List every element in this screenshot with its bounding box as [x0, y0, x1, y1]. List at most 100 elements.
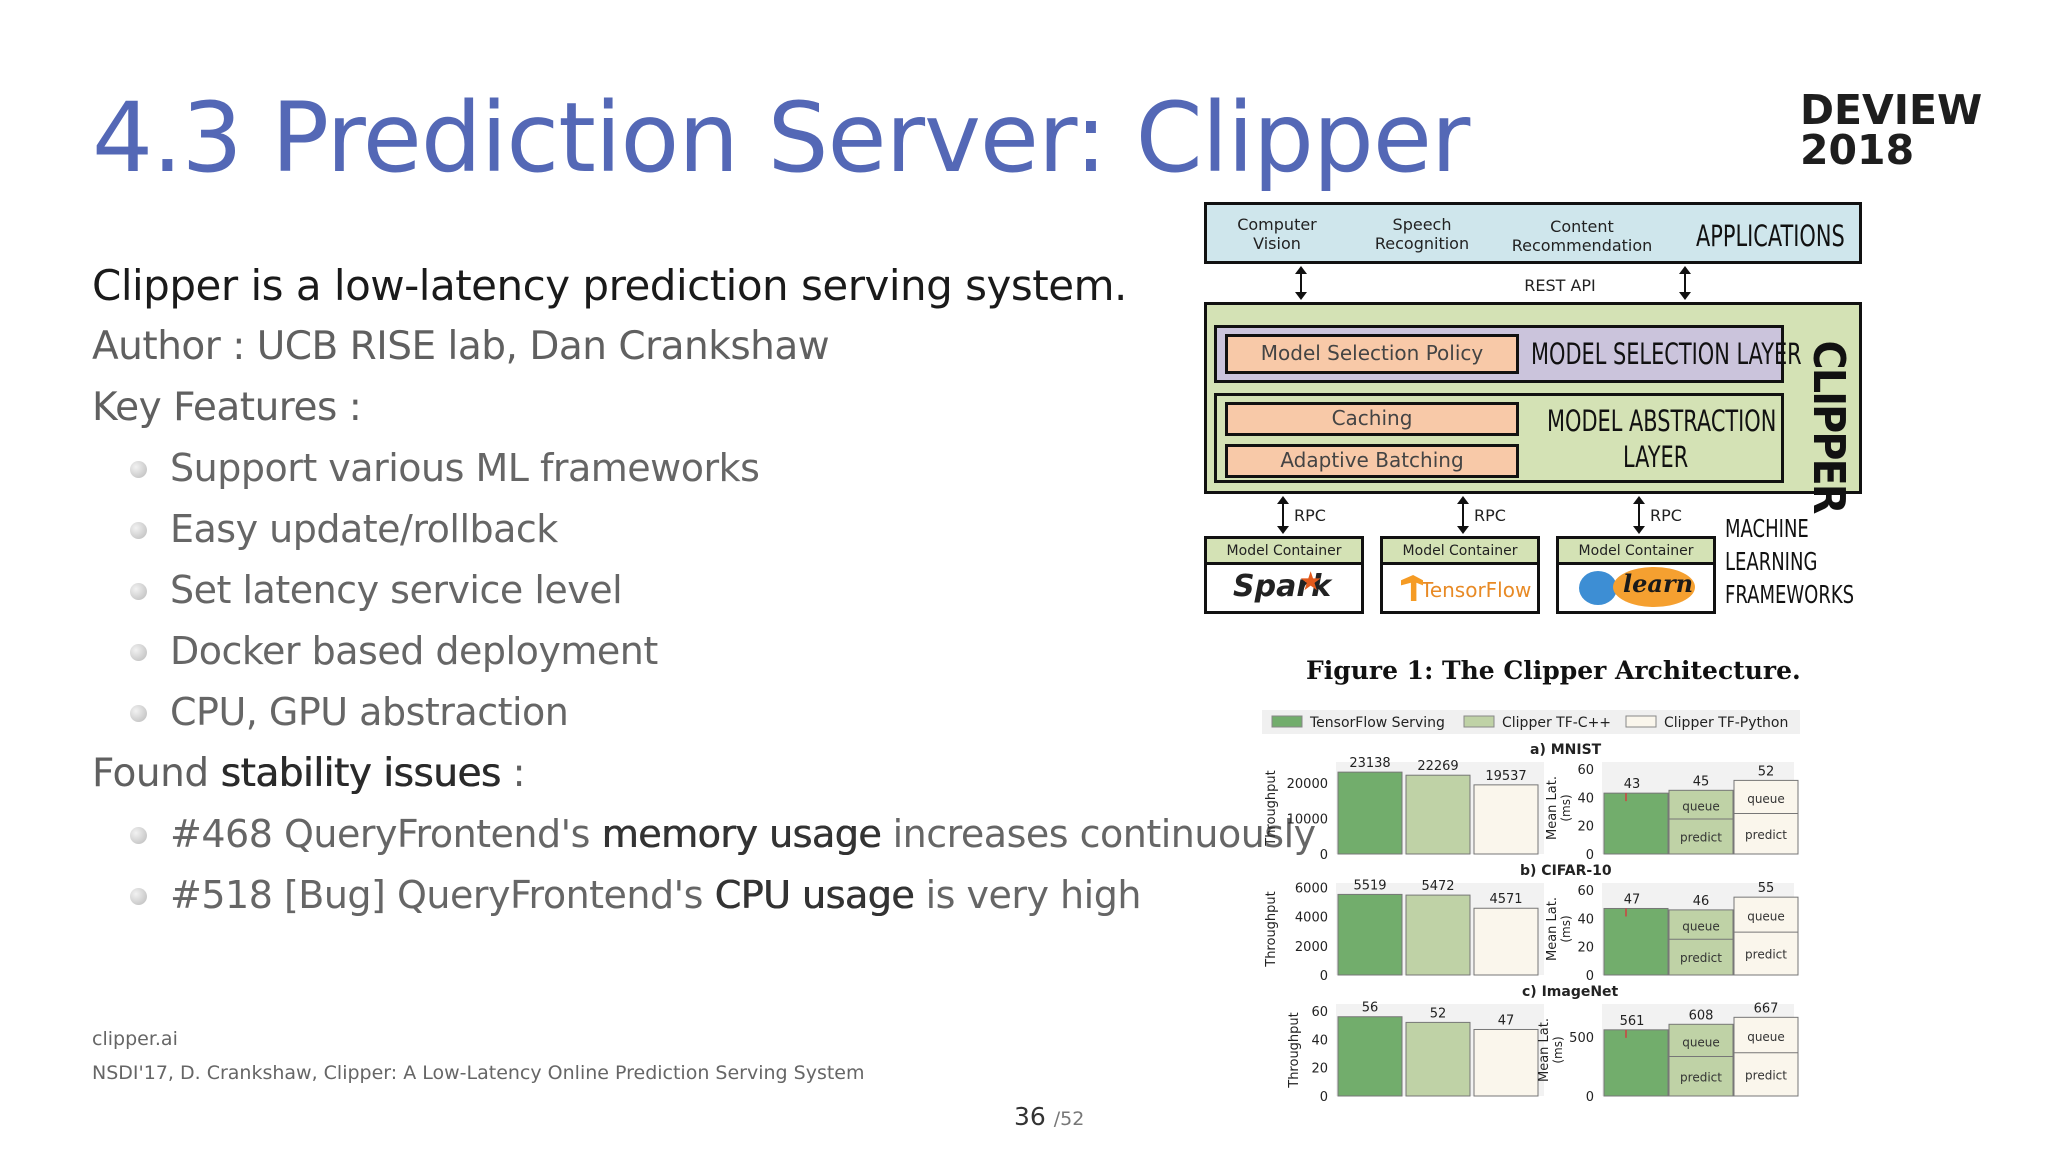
latency-axis-label: Mean Lat.	[1545, 776, 1560, 840]
legend-label: TensorFlow Serving	[1309, 715, 1445, 731]
slide-body: Clipper is a low-latency prediction serv…	[92, 256, 1316, 926]
clipper-label: CLIPPER	[1803, 340, 1854, 513]
latency-plot-area	[1602, 762, 1794, 854]
throughput-bar	[1473, 784, 1539, 855]
features-heading: Key Features :	[92, 385, 362, 430]
throughput-data-label: 22269	[1417, 759, 1458, 774]
model-container-sklearn: Model Container learn	[1556, 536, 1716, 614]
adaptive-batching-label: Adaptive Batching	[1280, 448, 1464, 472]
throughput-tick-label: 60	[1311, 1005, 1328, 1020]
panel-title: b) CIFAR-10	[1520, 863, 1612, 879]
throughput-tick-label: 40	[1311, 1033, 1328, 1048]
bullet-icon	[130, 644, 147, 661]
container-label: Model Container	[1226, 543, 1342, 559]
page-total: /52	[1053, 1108, 1085, 1130]
issue-bold: CPU usage	[714, 873, 914, 917]
feature-text: Set latency service level	[170, 568, 623, 612]
container-header: Model Container	[1207, 539, 1361, 565]
references: clipper.ai NSDI'17, D. Crankshaw, Clippe…	[92, 1022, 865, 1090]
ref-paper: NSDI'17, D. Crankshaw, Clipper: A Low-La…	[92, 1062, 865, 1084]
throughput-plot-area	[1336, 1004, 1544, 1096]
issues-list: #468 QueryFrontend's memory usage increa…	[92, 804, 1316, 926]
issues-heading-post: :	[500, 751, 526, 796]
issue-bold: memory usage	[601, 812, 881, 856]
latency-data-label: 608	[1689, 1008, 1714, 1023]
throughput-tick-label: 0	[1320, 848, 1328, 863]
legend-label: Clipper TF-Python	[1664, 715, 1788, 731]
rest-arrow-left	[1295, 266, 1307, 300]
author-line: Author : UCB RISE lab, Dan Crankshaw	[92, 324, 830, 369]
latency-bar	[1668, 789, 1734, 855]
app-speech-recognition: Speech Recognition	[1374, 215, 1470, 253]
legend-swatch	[1625, 715, 1657, 728]
tensorflow-logo: TensorFlow	[1421, 578, 1532, 602]
rpc-arrow-1	[1277, 496, 1289, 534]
latency-stack-label: predict	[1680, 1070, 1722, 1084]
issues-heading-bold: stability issues	[220, 751, 502, 796]
feature-text: Docker based deployment	[170, 629, 658, 673]
spark-star-icon: ★	[1299, 567, 1323, 597]
lead-sentence: Clipper is a low-latency prediction serv…	[92, 261, 1127, 310]
panel-title: a) MNIST	[1530, 742, 1602, 758]
ml-frameworks-label: MACHINE LEARNING FRAMEWORKS	[1725, 512, 1904, 611]
latency-stack-label: queue	[1682, 920, 1720, 934]
latency-tick-label: 40	[1577, 912, 1594, 927]
latency-data-label: 43	[1624, 777, 1641, 792]
model-abstraction-label-1: MODEL ABSTRACTION	[1547, 404, 1777, 438]
throughput-plot-area	[1336, 762, 1544, 854]
throughput-data-label: 56	[1362, 1001, 1379, 1016]
page-current: 36	[1014, 1102, 1046, 1131]
issue-item: #468 QueryFrontend's memory usage increa…	[92, 804, 1316, 865]
throughput-tick-label: 2000	[1295, 940, 1328, 955]
throughput-data-label: 4571	[1489, 892, 1522, 907]
latency-stack-label: queue	[1747, 910, 1785, 924]
clipper-frame: Model Selection Policy MODEL SELECTION L…	[1204, 302, 1862, 513]
throughput-data-label: 5472	[1421, 879, 1454, 894]
latency-axis-label: Mean Lat.	[1537, 1018, 1552, 1082]
model-selection-policy-label: Model Selection Policy	[1260, 341, 1484, 365]
rest-api-label: REST API	[1524, 276, 1596, 295]
latency-bar	[1733, 779, 1799, 855]
container-header: Model Container	[1383, 539, 1537, 565]
throughput-bar	[1405, 774, 1471, 855]
container-header: Model Container	[1559, 539, 1713, 565]
latency-tick-label: 60	[1577, 763, 1594, 778]
applications-label: APPLICATIONS	[1696, 219, 1845, 253]
model-abstraction-label-2: LAYER	[1623, 440, 1689, 474]
bullet-icon	[130, 461, 147, 478]
figure-caption: Figure 1: The Clipper Architecture.	[1306, 656, 1801, 685]
latency-axis-unit: (ms)	[1559, 794, 1573, 821]
model-container-tensorflow: Model Container TensorFlow	[1380, 536, 1540, 614]
legend-label: Clipper TF-C++	[1502, 715, 1611, 731]
model-selection-layer: Model Selection Policy MODEL SELECTION L…	[1214, 325, 1802, 383]
throughput-tick-label: 0	[1320, 1090, 1328, 1105]
bullet-icon	[130, 827, 147, 844]
throughput-axis-label: Throughput	[1287, 1012, 1302, 1089]
latency-data-label: 46	[1693, 894, 1710, 909]
latency-stack-label: predict	[1680, 951, 1722, 965]
latency-axis-label: Mean Lat.	[1545, 897, 1560, 961]
bullet-icon	[130, 705, 147, 722]
latency-data-label: 45	[1693, 774, 1710, 789]
spark-logo: Spark	[1233, 569, 1332, 604]
latency-tick-label: 60	[1577, 884, 1594, 899]
throughput-plot-area	[1336, 883, 1544, 975]
latency-bar	[1668, 909, 1734, 976]
rpc-label-2: RPC	[1474, 506, 1506, 525]
throughput-data-label: 23138	[1349, 756, 1390, 771]
feature-item: Docker based deployment	[92, 621, 1252, 682]
feature-item: Set latency service level	[92, 560, 1252, 621]
feature-text: Easy update/rollback	[170, 507, 558, 551]
latency-tick-label: 0	[1586, 848, 1594, 863]
issues-heading-pre: Found	[92, 751, 221, 796]
throughput-axis-label: Throughput	[1264, 891, 1279, 968]
deview-logo: DEVIEW 2018	[1800, 90, 1982, 171]
page-number: 36 /52	[1014, 1102, 1084, 1131]
rpc-label-1: RPC	[1294, 506, 1326, 525]
latency-stack-label: queue	[1682, 1035, 1720, 1049]
issue-item: #518 [Bug] QueryFrontend's CPU usage is …	[92, 865, 1252, 926]
latency-data-label: 667	[1754, 1001, 1779, 1016]
bullet-icon	[130, 522, 147, 539]
latency-data-label: 52	[1758, 764, 1775, 779]
caching-label: Caching	[1331, 406, 1413, 430]
